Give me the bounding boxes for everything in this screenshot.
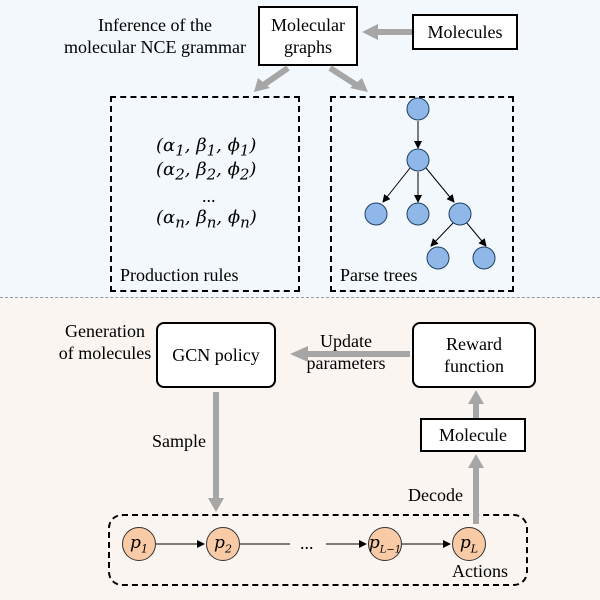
molecular-graphs-line1: Molecular [271,15,345,35]
inference-caption-line1: Inference of the [98,15,212,35]
generation-caption-line2: of molecules [58,343,152,363]
generation-caption-line1: Generation [65,321,145,341]
molecule-box: Molecule [420,418,526,452]
action-node-p1: p1 [122,527,156,561]
rule-1: (α1, β1, ϕ1) [156,135,257,160]
tree-node [406,202,430,226]
update-parameters-label: Update parameters [296,330,396,374]
rules-ellipsis: ... [202,186,216,206]
molecules-to-graphs-arrow [362,24,412,40]
parse-tree [382,121,487,247]
gcn-policy-box: GCN policy [156,322,276,388]
molecular-graphs-box: Molecular graphs [258,6,358,66]
reward-line1: Reward [446,334,502,354]
molecule-label: Molecule [439,425,507,445]
decode-label: Decode [408,485,463,505]
graphs-to-rules-arrow [254,65,290,92]
actions-frame [108,514,528,586]
reward-to-gcn-arrow [290,346,410,362]
actions-ellipsis: ... [300,533,314,553]
production-rules-frame [110,96,300,292]
inference-caption-line2: molecular NCE grammar [64,37,246,57]
rule-2: (α2, β2, ϕ2) [156,159,257,184]
actions-to-molecule-decode-arrow [468,454,484,524]
gcn-to-actions-sample-arrow [208,392,224,512]
gcn-policy-label: GCN policy [172,345,260,365]
tree-node [472,246,496,270]
graphs-to-trees-arrow [328,65,368,92]
tree-node [364,202,388,226]
update-line1: Update [320,331,372,351]
molecules-label: Molecules [427,22,503,42]
tree-node [406,97,430,121]
reward-function-box: Reward function [412,322,536,388]
action-node-p2: p2 [206,527,240,561]
molecule-to-reward-arrow [468,390,484,418]
production-rules-label: Production rules [120,265,239,285]
parse-tree-nodes [364,97,496,270]
generation-caption: Generation of molecules [40,320,170,364]
sample-label: Sample [152,431,206,451]
tree-node [448,202,472,226]
action-node-pL: pL [452,527,486,561]
molecules-box: Molecules [412,14,518,50]
update-line2: parameters [306,353,386,373]
rule-n: (αn, βn, ϕn) [156,207,257,232]
molecular-graphs-line2: graphs [284,37,332,57]
inference-caption: Inference of the molecular NCE grammar [60,14,250,58]
parse-trees-frame [330,96,514,292]
reward-line2: function [444,356,504,376]
parse-trees-label: Parse trees [340,265,418,285]
actions-label: Actions [452,561,508,581]
tree-node [426,246,450,270]
action-node-pL-1: pL−1 [368,527,402,561]
tree-node [406,148,430,172]
